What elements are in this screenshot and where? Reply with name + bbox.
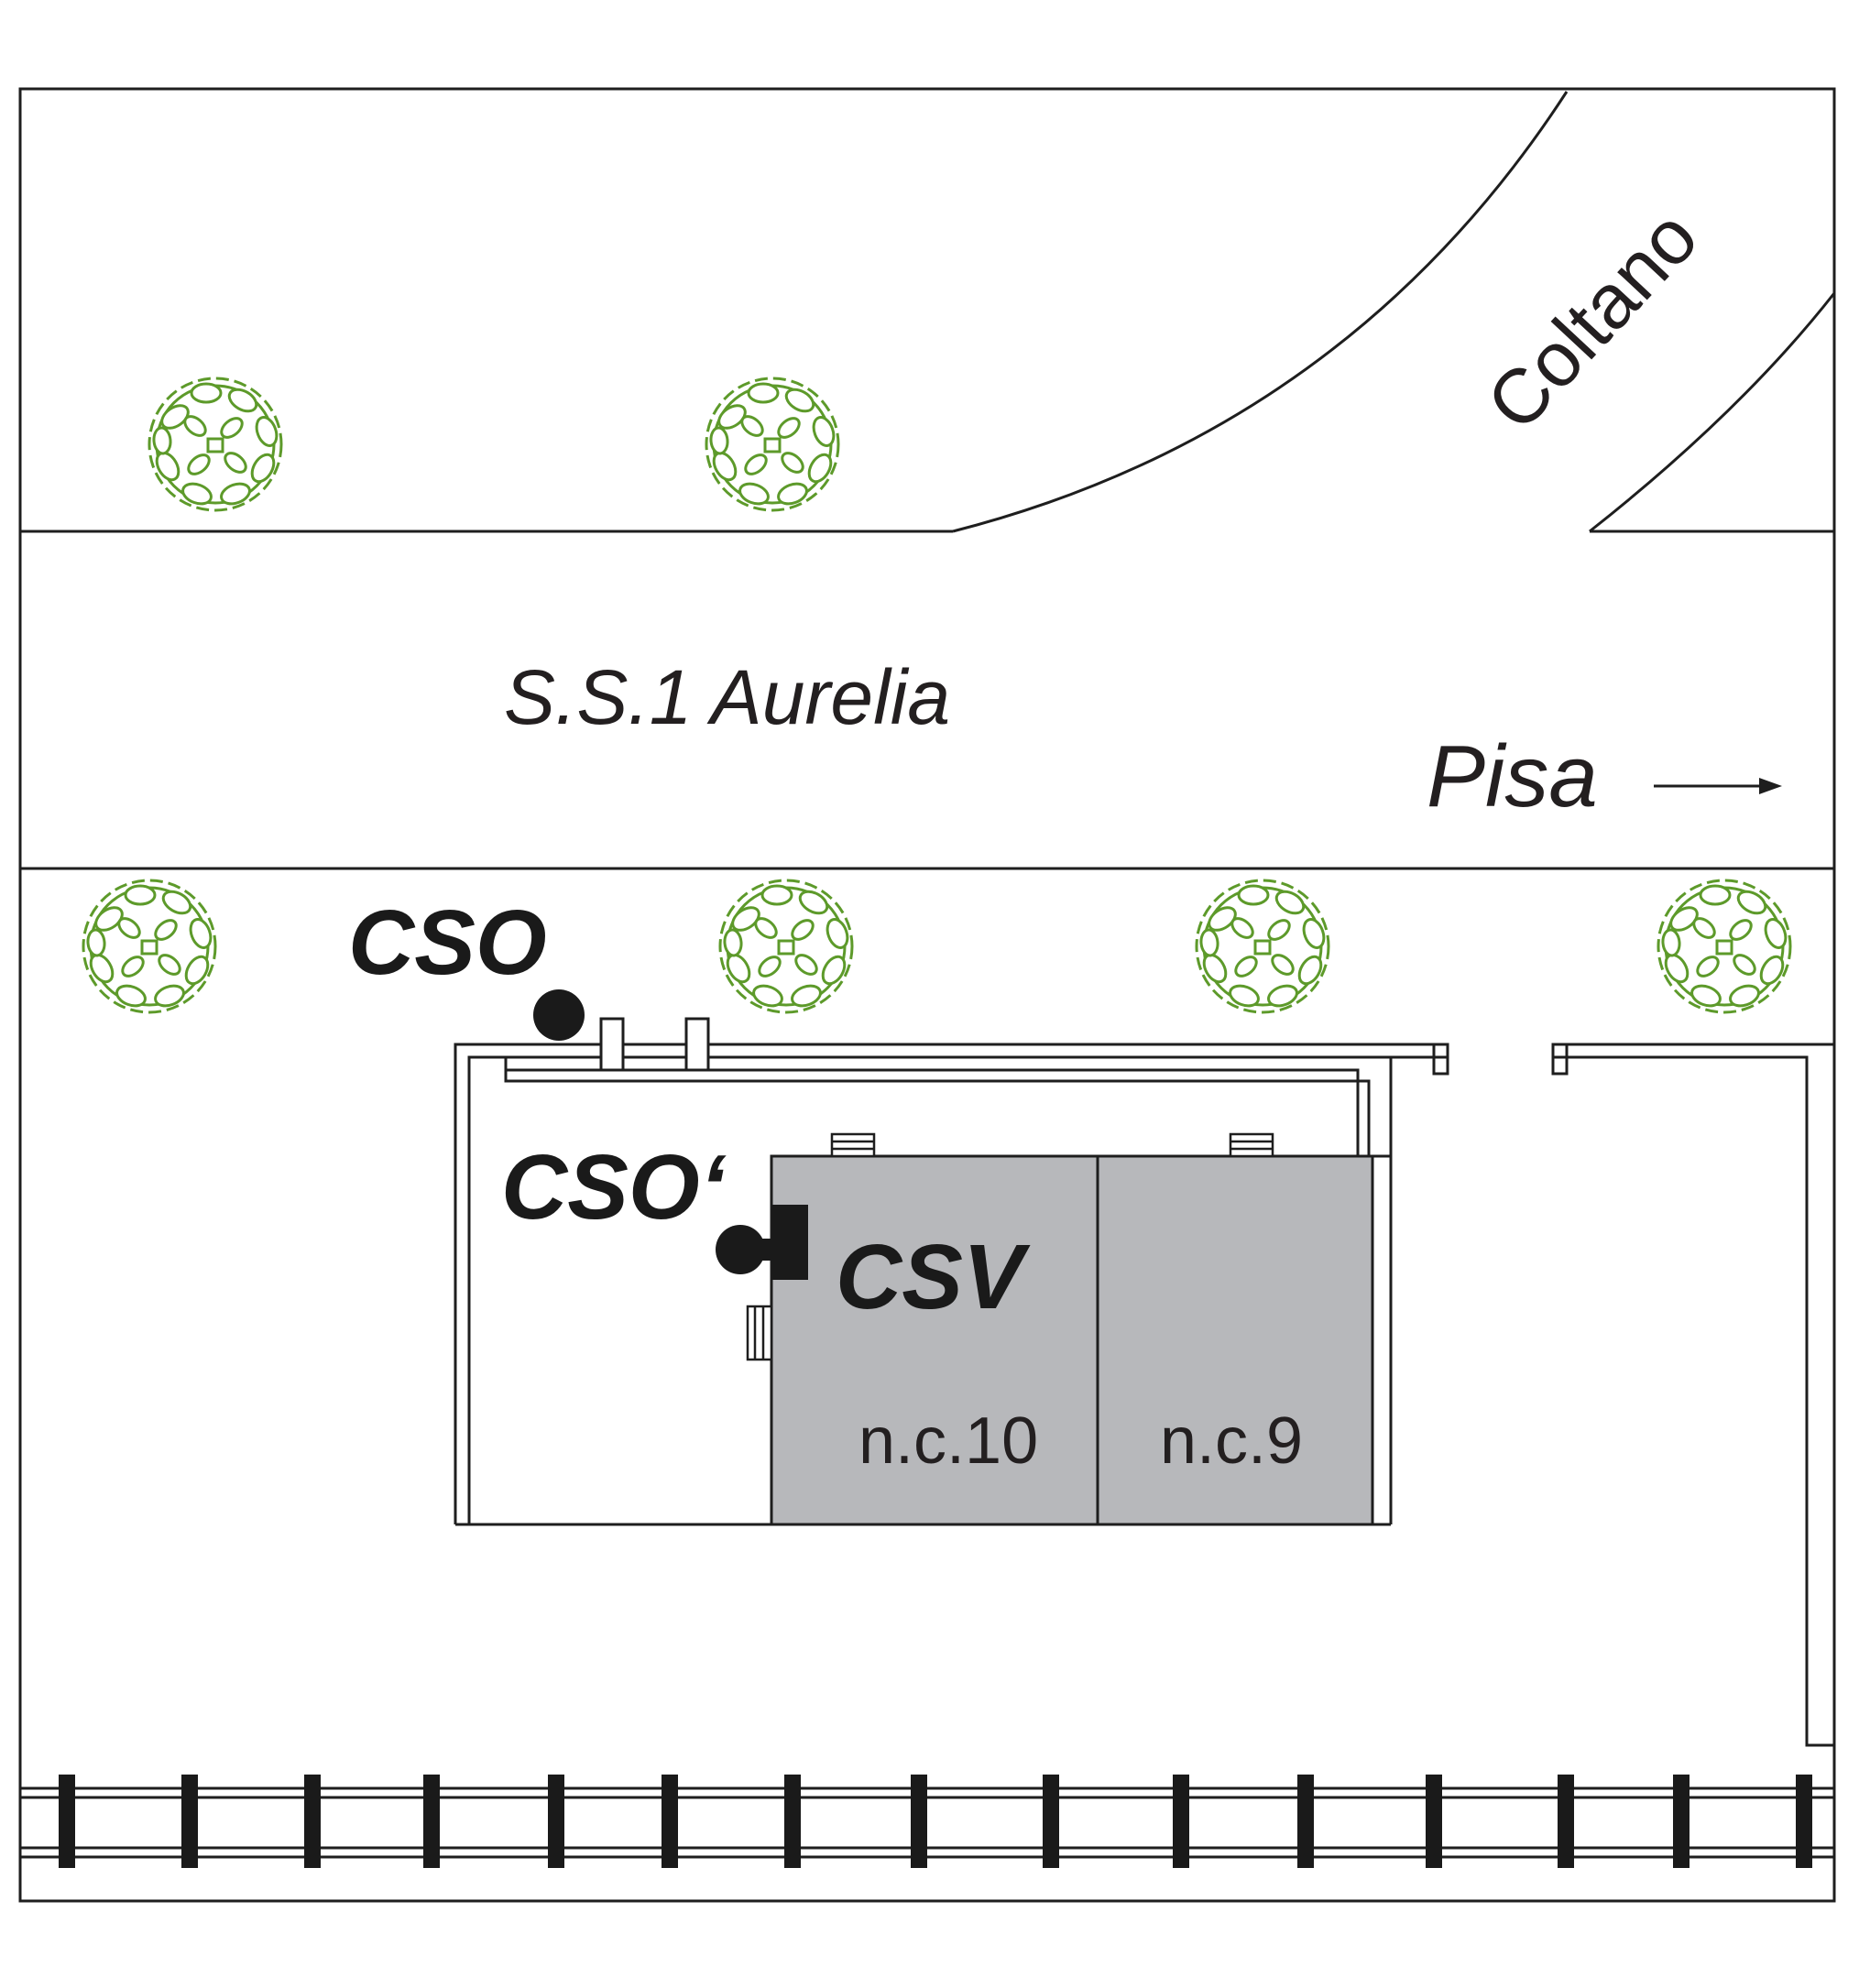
parcel-label-10: n.c.10 bbox=[858, 1404, 1038, 1478]
coltano-road-edge-right bbox=[1589, 292, 1836, 533]
arrow-right-icon bbox=[1654, 778, 1782, 794]
building-parcel-10 bbox=[770, 1154, 1099, 1526]
sampling-point-connector bbox=[740, 1239, 773, 1261]
drain-pipe bbox=[504, 1017, 1371, 1156]
property-fence bbox=[454, 1043, 1834, 1747]
railway-track bbox=[20, 1775, 1834, 1868]
sampling-point-marker-cso bbox=[533, 989, 585, 1041]
parcel-label-9: n.c.9 bbox=[1160, 1404, 1303, 1478]
point-label-cso-prime: CSO‘ bbox=[501, 1136, 727, 1239]
vent-icon bbox=[830, 1132, 876, 1158]
sampling-point-marker-csv bbox=[771, 1205, 808, 1280]
point-label-cso: CSO bbox=[348, 891, 547, 994]
vent-icon bbox=[1229, 1132, 1274, 1158]
building-parcel-9 bbox=[1096, 1154, 1374, 1526]
direction-label-pisa: Pisa bbox=[1427, 727, 1598, 825]
step-icon bbox=[746, 1305, 773, 1361]
road-label-aurelia: S.S.1 Aurelia bbox=[504, 654, 950, 740]
map-frame bbox=[18, 87, 1836, 1903]
coltano-road-edge-left bbox=[952, 91, 1569, 533]
point-label-csv: CSV bbox=[836, 1226, 1031, 1328]
